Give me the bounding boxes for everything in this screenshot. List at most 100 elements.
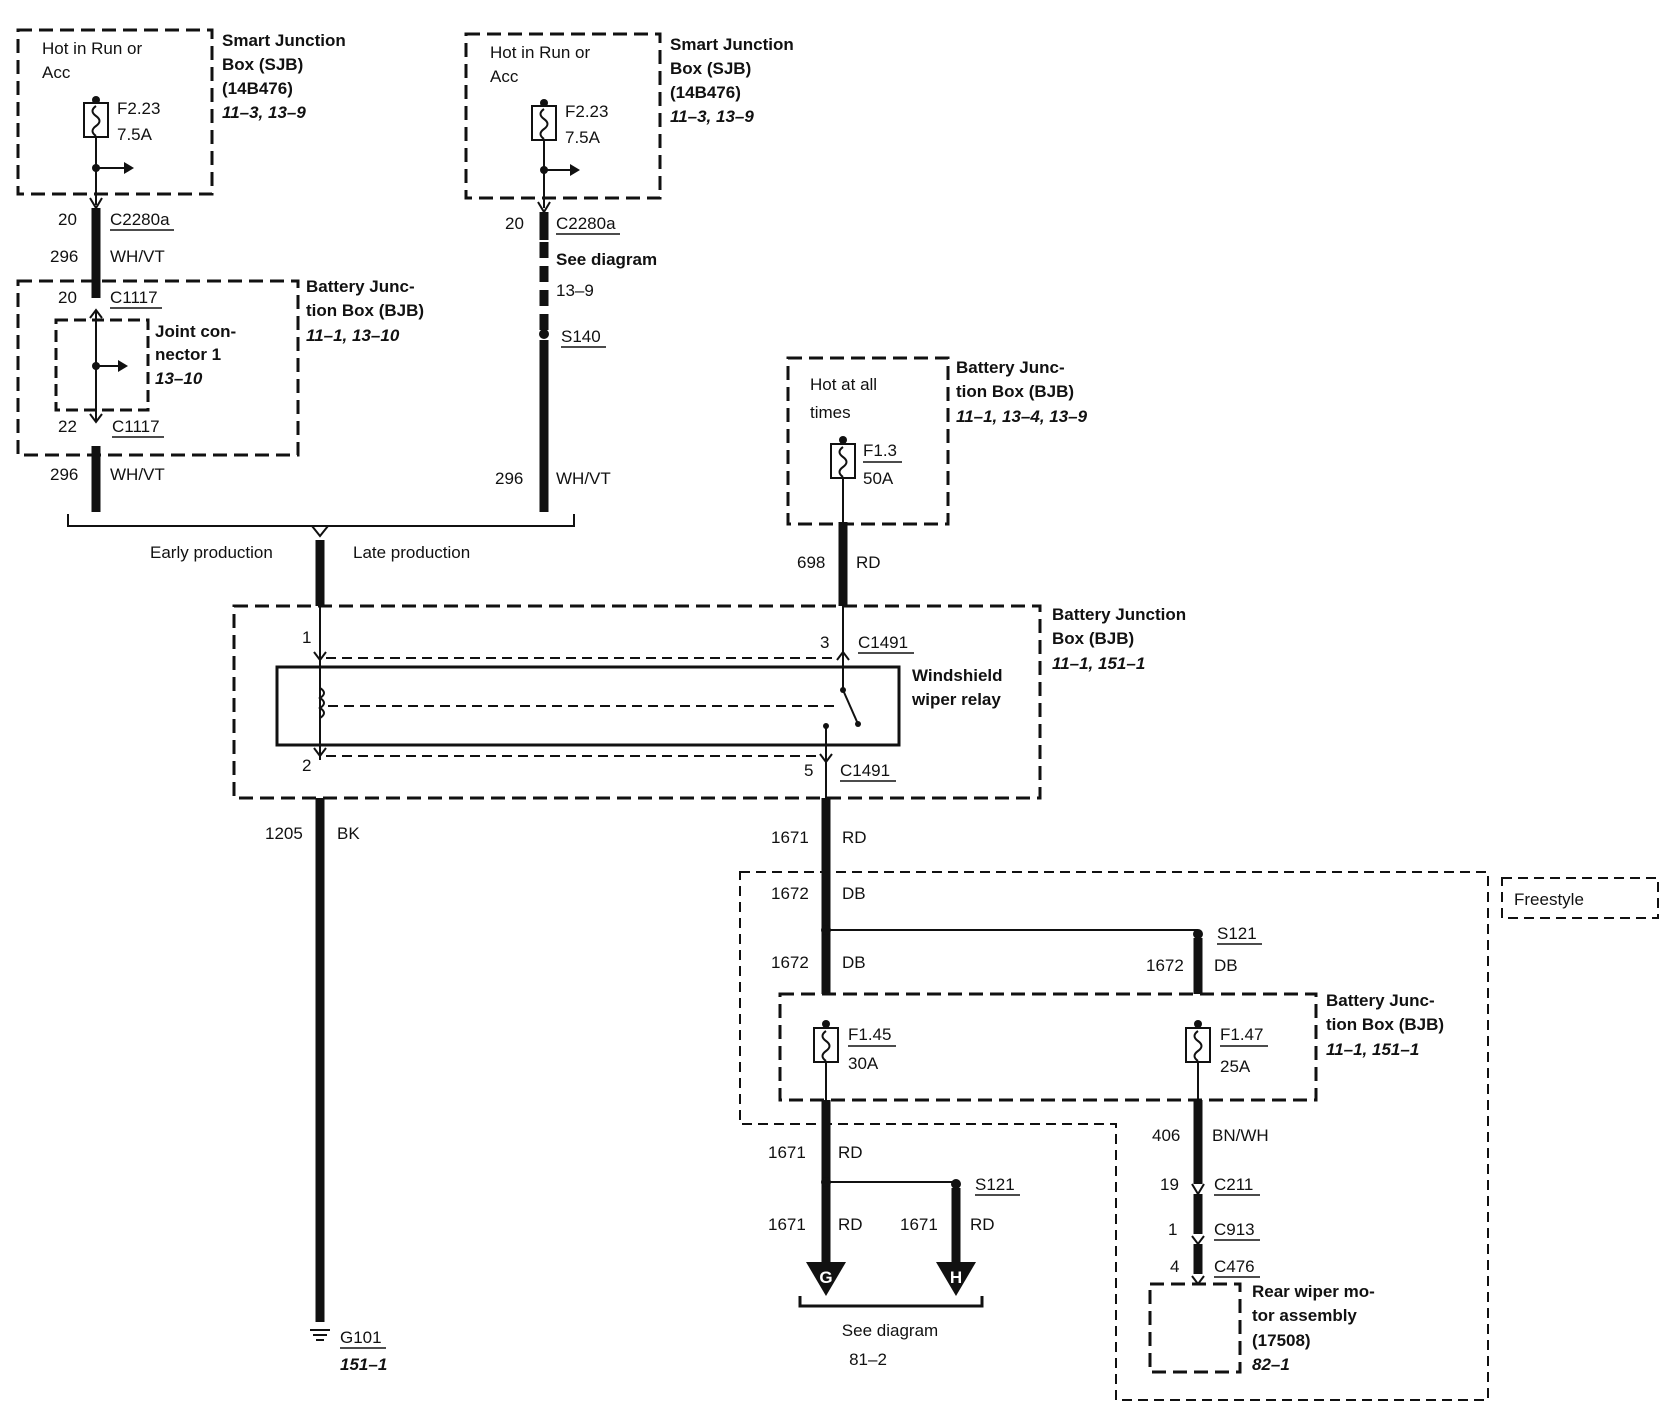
bjb-hot-box <box>786 356 950 526</box>
sjb2-title-line1: Smart Junction <box>670 35 794 54</box>
production-brace <box>67 514 575 527</box>
freestyle-c476: C476 <box>1214 1257 1255 1276</box>
bjb-hot-fuse-amps: 50A <box>863 469 894 488</box>
relay-pin2: 2 <box>302 756 311 775</box>
freestyle-rear-circuit: 406 <box>1152 1126 1180 1145</box>
relay-pin5: 5 <box>804 761 813 780</box>
motor-line1: Rear wiper mo- <box>1252 1282 1375 1301</box>
late-circuit: 296 <box>495 469 523 488</box>
f145-fuse-icon <box>813 1027 839 1063</box>
freestyle-label: Freestyle <box>1514 890 1584 909</box>
sjb2-fuse-amps: 7.5A <box>565 128 601 147</box>
bjb-hot-fuse-terminal <box>839 436 847 444</box>
relay-name-line1: Windshield <box>912 666 1003 685</box>
sjb2-box <box>464 32 662 200</box>
relay-conn5: C1491 <box>840 761 890 780</box>
relay-bjb-title-line1: Battery Junction <box>1052 605 1186 624</box>
bottom-brace <box>798 1296 984 1308</box>
bottom-c3: 1671 <box>900 1215 938 1234</box>
freestyle-pin1: 1 <box>1168 1220 1177 1239</box>
early-circuit2: 296 <box>50 465 78 484</box>
early-bjb-title-line1: Battery Junc- <box>306 277 415 296</box>
early-bjb-ref: 11–1, 13–10 <box>306 326 400 345</box>
arrow-g-label: G <box>819 1268 832 1287</box>
ground-ref: 151–1 <box>340 1355 387 1374</box>
bottom-col3: RD <box>970 1215 995 1234</box>
relay-pin1: 1 <box>302 628 311 647</box>
late-color: WH/VT <box>556 469 611 488</box>
bjb-hot-fuse-id: F1.3 <box>863 441 897 460</box>
relay-coil-icon <box>318 687 325 719</box>
s121-splice-bottom <box>951 1179 961 1189</box>
joint-name-line1: Joint con- <box>155 322 236 341</box>
late-pin-top: 20 <box>505 214 524 233</box>
relay-switch-blade-icon <box>842 689 859 725</box>
bjb-hot-line1: Hot at all <box>810 375 877 394</box>
sjb1-hot-line2: Acc <box>42 63 71 82</box>
sjb2-ref: 11–3, 13–9 <box>670 107 754 126</box>
bottom-splice: S121 <box>975 1175 1015 1194</box>
ground-name: G101 <box>340 1328 382 1347</box>
sjb1-title-line1: Smart Junction <box>222 31 346 50</box>
sjb2-title-line2: Box (SJB) <box>670 59 751 78</box>
arrow-g-icon <box>806 1262 846 1296</box>
c211-connector-icon <box>1191 1183 1205 1196</box>
freestyle-c3: 1672 <box>1146 956 1184 975</box>
sjb1-hot-line1: Hot in Run or <box>42 39 142 58</box>
bottom-col2: RD <box>838 1215 863 1234</box>
ground-circuit: 1205 <box>265 824 303 843</box>
relay-pin2-connector-icon <box>313 747 327 758</box>
joint-ref: 13–10 <box>155 369 203 388</box>
bjb-hot-line2: times <box>810 403 851 422</box>
bottom-c2: 1671 <box>768 1215 806 1234</box>
sjb2-fuse-id: F2.23 <box>565 102 608 121</box>
joint-connector-box <box>54 318 150 412</box>
sjb2-fuse-element <box>539 108 549 140</box>
f13-fuse-element <box>838 446 848 478</box>
freestyle-splice: S121 <box>1217 924 1257 943</box>
arrow-h-label: H <box>950 1268 962 1287</box>
s121-splice-top <box>1193 929 1203 939</box>
freestyle-col3: DB <box>1214 956 1238 975</box>
sjb1-title-line2: Box (SJB) <box>222 55 303 74</box>
freestyle-c2: 1672 <box>771 953 809 972</box>
relay-name-line2: wiper relay <box>911 690 1001 709</box>
freestyle-col2: DB <box>842 953 866 972</box>
sjb2-hot-line2: Acc <box>490 67 519 86</box>
sjb1-part-number: (14B476) <box>222 79 293 98</box>
bottom-c1: 1671 <box>768 1143 806 1162</box>
early-pin-top: 20 <box>58 210 77 229</box>
freestyle-label-box <box>1501 877 1659 919</box>
bottom-see-ref: 81–2 <box>849 1350 887 1369</box>
sjb2-branch-arrow-icon <box>570 164 580 176</box>
early-production-label: Early production <box>150 543 273 562</box>
late-see-ref: 13–9 <box>556 281 594 300</box>
early-conn-top: C2280a <box>110 210 170 229</box>
late-production-label: Late production <box>353 543 470 562</box>
relay-bjb-ref: 11–1, 151–1 <box>1052 654 1145 673</box>
c913-connector-icon <box>1191 1235 1205 1246</box>
sjb1-fuse-icon <box>83 102 109 138</box>
arrow-h-icon <box>936 1262 976 1296</box>
sjb2-fuse-icon <box>531 105 557 141</box>
freestyle-region <box>739 871 1489 1401</box>
freestyle-pin19: 19 <box>1160 1175 1179 1194</box>
f145-terminal <box>822 1020 830 1028</box>
ground-color: BK <box>337 824 360 843</box>
early-bjb-title-line2: tion Box (BJB) <box>306 301 424 320</box>
freestyle-bjb-box <box>778 992 1318 1102</box>
freestyle-fuse2: F1.47 <box>1220 1025 1263 1044</box>
early-bjb-conn-out: C1117 <box>112 417 160 436</box>
motor-ref: 82–1 <box>1252 1355 1290 1374</box>
freestyle-c1: 1672 <box>771 884 809 903</box>
bottom-see: See diagram <box>842 1321 938 1340</box>
bjb-hot-color: RD <box>856 553 881 572</box>
late-s140-splice <box>539 329 549 339</box>
production-brace-notch <box>311 525 329 538</box>
rear-wiper-motor-box <box>1148 1282 1242 1374</box>
early-bjb-box <box>16 279 300 457</box>
bjb-hot-circuit: 698 <box>797 553 825 572</box>
relay-pin1-connector-icon <box>313 651 327 662</box>
late-conn-top: C2280a <box>556 214 616 233</box>
